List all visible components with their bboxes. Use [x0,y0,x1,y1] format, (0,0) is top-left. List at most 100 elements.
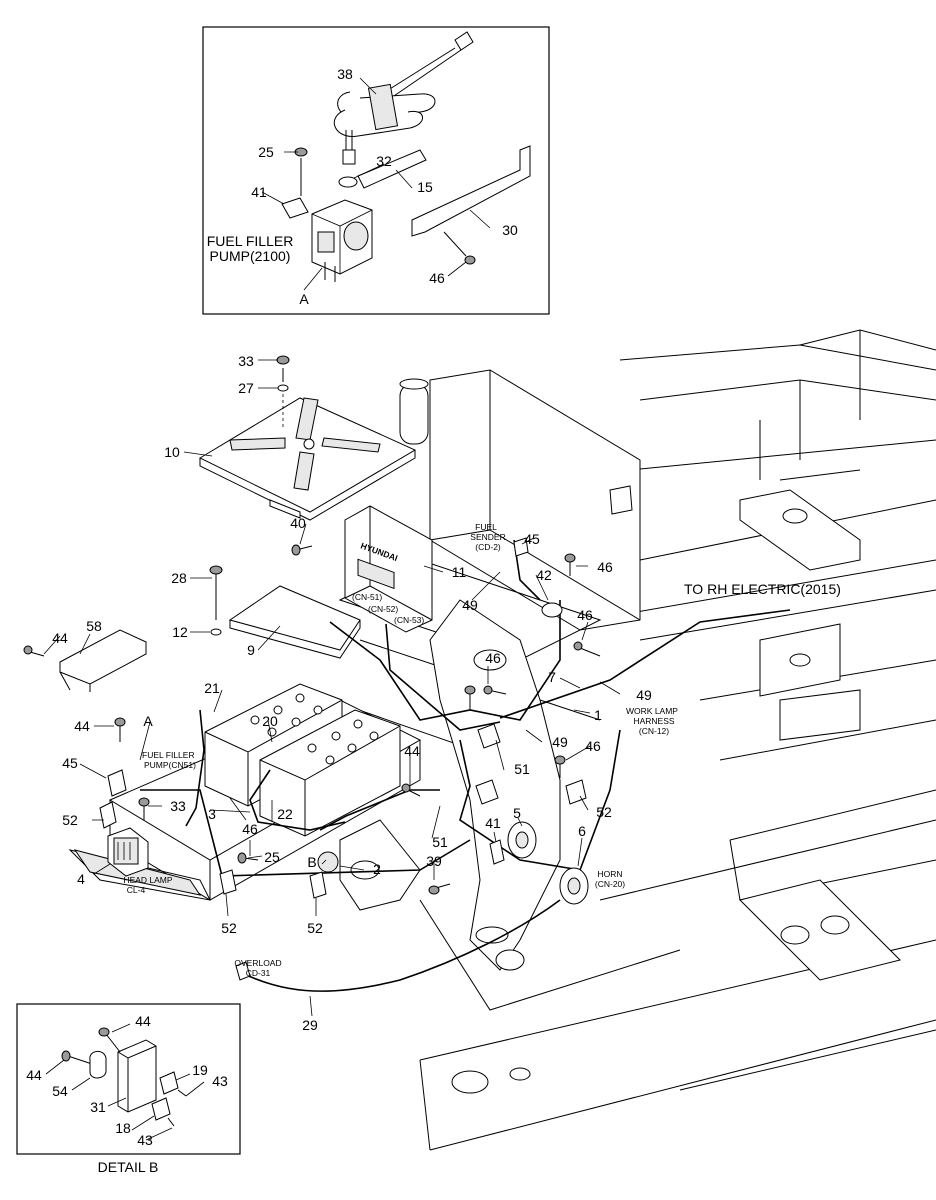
callout-33: 33 [238,353,254,369]
head-lamp-4 [107,827,149,877]
clamp-54 [89,1051,107,1079]
callout-46: 46 [429,270,445,286]
detail-b-callout-44-b: 44 [26,1067,42,1083]
cn52-label: (CN-52) [368,604,398,614]
connector-45-left [107,769,127,797]
detail-b-callout-18: 18 [115,1120,131,1136]
callout-46-c: 46 [485,650,501,666]
detail-b-callout-54: 54 [52,1083,68,1099]
fuel-filler-title-1: FUEL FILLER [207,233,294,249]
callout-45-b: 45 [62,755,78,771]
callout-42: 42 [536,567,552,583]
detail-b-callout-19: 19 [192,1062,208,1078]
callout-25: 25 [264,849,280,865]
callout-27: 27 [238,380,254,396]
callout-21: 21 [204,680,220,696]
callout-b: B [307,854,316,870]
detail-b-callout-31: 31 [90,1099,106,1115]
battery-right [259,709,401,837]
bolt-33-washer-27 [276,355,290,430]
washer-12 [210,628,222,636]
callout-33-b: 33 [170,798,186,814]
callout-a-main: A [143,713,153,729]
callout-7: 7 [548,669,556,685]
fuel-sender-1: FUEL [475,522,497,532]
detail-b-callout-43-b: 43 [137,1132,153,1148]
overload-label-1: OVERLOAD [234,958,281,968]
work-lamp-3: (CN-12) [639,726,669,736]
callout-44: 44 [52,630,68,646]
control-unit-11: HYUNDAI [344,505,433,633]
callout-20: 20 [262,713,278,729]
detail-b-title: DETAIL B [98,1159,159,1175]
callout-51: 51 [514,761,530,777]
bracket-9 [228,585,361,651]
bolt-46-inset [443,231,467,257]
to-rh-electric: TO RH ELECTRIC(2015) [684,581,841,597]
callout-46-d: 46 [585,738,601,754]
detail-b-callout-43: 43 [212,1073,228,1089]
callout-46-e: 46 [242,821,258,837]
callout-38: 38 [337,66,353,82]
harness-horn [459,729,621,871]
connector-18 [151,1097,171,1121]
callout-3: 3 [208,806,216,822]
callout-29: 29 [302,1017,318,1033]
bracket-41-main [489,839,505,865]
fuel-filler-title-2: PUMP(2100) [210,248,291,264]
cover-58 [59,629,147,685]
bracket-41 [281,197,309,219]
head-lamp-label-2: CL-4 [127,885,146,895]
clamp-51a [477,723,501,749]
callout-11: 11 [452,564,467,580]
callout-46: 46 [597,559,613,575]
battery-cover-10 [198,397,417,521]
connector-19 [159,1071,179,1095]
leader-lines [43,359,621,1017]
callout-9: 9 [247,642,255,658]
harness-cn52 [385,623,501,731]
harness-29 [243,899,561,992]
callout-41-main: 41 [485,815,501,831]
callout-22: 22 [277,806,293,822]
callout-44-b: 44 [74,718,90,734]
callout-10: 10 [164,444,180,460]
callout-52-d: 52 [307,920,323,936]
callout-15: 15 [417,179,433,195]
hose-15 [357,149,427,189]
cable-2 [319,789,440,831]
fuel-hose [333,31,474,165]
callout-32: 32 [376,153,392,169]
callout-49-c: 49 [552,734,568,750]
cn51-label: (CN-51) [352,592,382,602]
sensor-42 [541,602,563,618]
detail-b-inset: 44 44 54 19 43 31 18 43 DETAIL B [16,1003,241,1175]
clamp-52-left [99,801,117,829]
marker-a: A [299,291,309,307]
callout-52: 52 [62,812,78,828]
callout-51-b: 51 [432,834,448,850]
callout-52-b: 52 [596,804,612,820]
callout-44-c: 44 [404,743,420,759]
callout-4: 4 [77,871,85,887]
work-lamp-1: WORK LAMP [626,706,678,716]
callout-49-b: 49 [636,687,652,703]
clamp-52-mid [309,871,327,899]
detail-b-callout-44: 44 [135,1013,151,1029]
head-lamp-label-1: HEAD LAMP [123,875,172,885]
overload-connector [235,961,251,981]
clamp-52-lower [219,869,237,895]
callout-28: 28 [171,570,187,586]
cn53-label: (CN-53) [394,615,424,625]
callout-39: 39 [426,853,442,869]
callout-45: 45 [524,531,540,547]
callout-2: 2 [373,861,381,877]
ffp-label-2: PUMP(CN51) [144,760,196,770]
bolts [23,544,601,895]
bracket-31 [117,1039,157,1113]
horn-label-1: HORN [597,869,622,879]
callout-58: 58 [86,618,102,634]
callout-30: 30 [502,222,518,238]
detail-a-inset: 38 25 32 41 15 30 46 FUEL FILLER PUMP(21… [202,26,550,315]
clamp-51b [475,779,499,805]
